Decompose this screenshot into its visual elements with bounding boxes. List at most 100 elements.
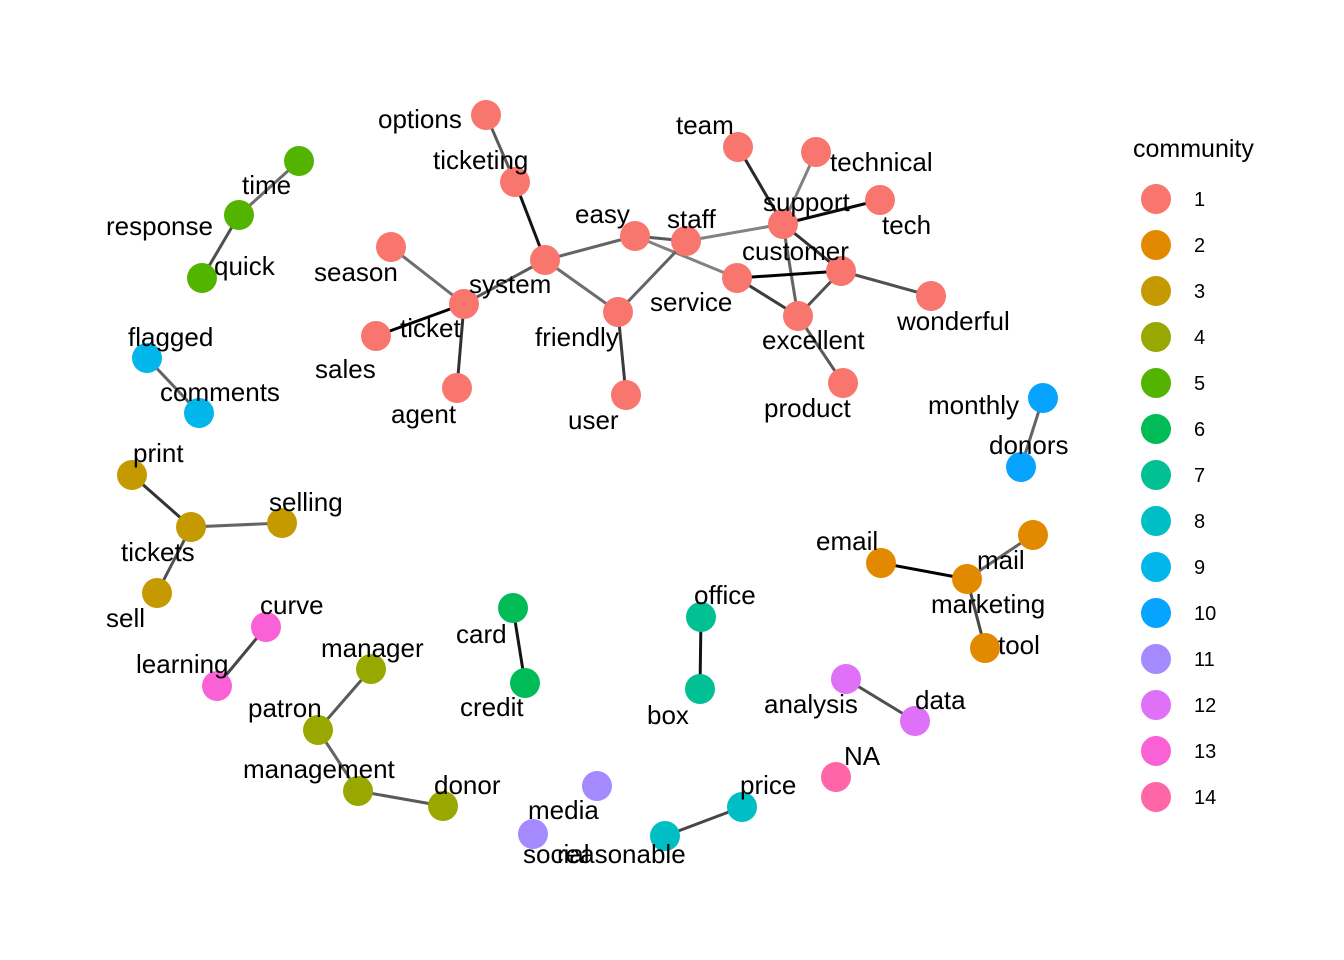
node-label-NA: NA — [844, 741, 881, 771]
node-label-technical: technical — [830, 147, 933, 177]
legend-title: community — [1133, 135, 1254, 163]
legend-label: 9 — [1194, 557, 1205, 579]
node-social — [518, 819, 548, 849]
node-label-price: price — [740, 770, 796, 800]
legend-label: 13 — [1194, 741, 1216, 763]
node-monthly — [1028, 383, 1058, 413]
node-mail — [1018, 520, 1048, 550]
node-email — [866, 548, 896, 578]
node-label-curve: curve — [260, 590, 324, 620]
legend-item-8: 8 — [1141, 506, 1205, 536]
node-label-comments: comments — [160, 377, 280, 407]
node-system — [530, 245, 560, 275]
node-label-learning: learning — [136, 649, 229, 679]
legend-item-3: 3 — [1141, 276, 1205, 306]
legend-item-6: 6 — [1141, 414, 1205, 444]
legend-key — [1141, 598, 1171, 628]
legend-key — [1141, 230, 1171, 260]
node-label-ticket: ticket — [400, 313, 461, 343]
legend-label: 8 — [1194, 511, 1205, 533]
legend-label: 6 — [1194, 419, 1205, 441]
node-print — [117, 460, 147, 490]
edge-season-ticket — [389, 245, 466, 306]
edge-customer-wonderful — [839, 269, 933, 298]
node-customer — [826, 256, 856, 286]
legend-key — [1141, 552, 1171, 582]
node-label-staff: staff — [667, 204, 716, 234]
node-office — [686, 602, 716, 632]
node-sales — [361, 321, 391, 351]
node-label-reasonable: reasonable — [557, 839, 686, 869]
node-label-mail: mail — [977, 545, 1025, 575]
edge-support-tech — [781, 198, 882, 226]
node-staff — [671, 226, 701, 256]
node-season — [376, 232, 406, 262]
node-learning — [202, 671, 232, 701]
node-label-data: data — [915, 685, 966, 715]
legend-key — [1141, 322, 1171, 352]
node-management — [343, 776, 373, 806]
node-service — [722, 263, 752, 293]
node-label-tech: tech — [882, 210, 931, 240]
node-response — [224, 200, 254, 230]
legend-item-9: 9 — [1141, 552, 1205, 582]
node-NA — [821, 762, 851, 792]
node-donor — [428, 791, 458, 821]
nodes-layer — [117, 100, 1058, 851]
node-data — [900, 706, 930, 736]
node-curve — [251, 612, 281, 642]
node-sell — [142, 578, 172, 608]
node-wonderful — [916, 281, 946, 311]
node-card — [498, 593, 528, 623]
node-label-credit: credit — [460, 692, 524, 722]
node-comments — [184, 398, 214, 428]
node-label-flagged: flagged — [128, 322, 213, 352]
legend-item-11: 11 — [1141, 644, 1215, 674]
node-label-user: user — [568, 405, 619, 435]
edge-system-ticket — [462, 258, 547, 306]
node-label-customer: customer — [742, 236, 849, 266]
legend-item-4: 4 — [1141, 322, 1205, 352]
legend-key — [1141, 736, 1171, 766]
node-label-agent: agent — [391, 399, 457, 429]
node-easy — [620, 221, 650, 251]
legend-label: 14 — [1194, 787, 1216, 809]
node-technical — [801, 137, 831, 167]
legend-key — [1141, 368, 1171, 398]
node-label-system: system — [469, 269, 551, 299]
legend-label: 12 — [1194, 695, 1216, 717]
node-label-friendly: friendly — [535, 322, 619, 352]
node-product — [828, 368, 858, 398]
node-support — [768, 209, 798, 239]
node-time — [284, 146, 314, 176]
legend-item-2: 2 — [1141, 230, 1205, 260]
legend-label: 3 — [1194, 281, 1205, 303]
node-label-support: support — [763, 187, 850, 217]
legend-item-7: 7 — [1141, 460, 1205, 490]
node-marketing — [952, 564, 982, 594]
node-box — [685, 674, 715, 704]
node-label-ticketing: ticketing — [433, 145, 528, 175]
edge-support-excellent — [781, 222, 800, 318]
node-flagged — [132, 343, 162, 373]
node-label-sell: sell — [106, 603, 145, 633]
node-label-team: team — [676, 110, 734, 140]
edge-system-easy — [543, 234, 637, 262]
node-patron — [303, 715, 333, 745]
node-ticket — [449, 289, 479, 319]
legend-label: 7 — [1194, 465, 1205, 487]
legend-item-13: 13 — [1141, 736, 1216, 766]
legend-item-12: 12 — [1141, 690, 1216, 720]
node-label-patron: patron — [248, 693, 322, 723]
edge-staff-friendly — [616, 239, 688, 314]
node-label-easy: easy — [575, 199, 630, 229]
node-label-sales: sales — [315, 354, 376, 384]
node-label-box: box — [647, 700, 689, 730]
node-quick — [187, 263, 217, 293]
node-label-tickets: tickets — [121, 537, 195, 567]
legend-key — [1141, 644, 1171, 674]
node-ticketing — [500, 167, 530, 197]
node-label-social: social — [523, 839, 589, 869]
